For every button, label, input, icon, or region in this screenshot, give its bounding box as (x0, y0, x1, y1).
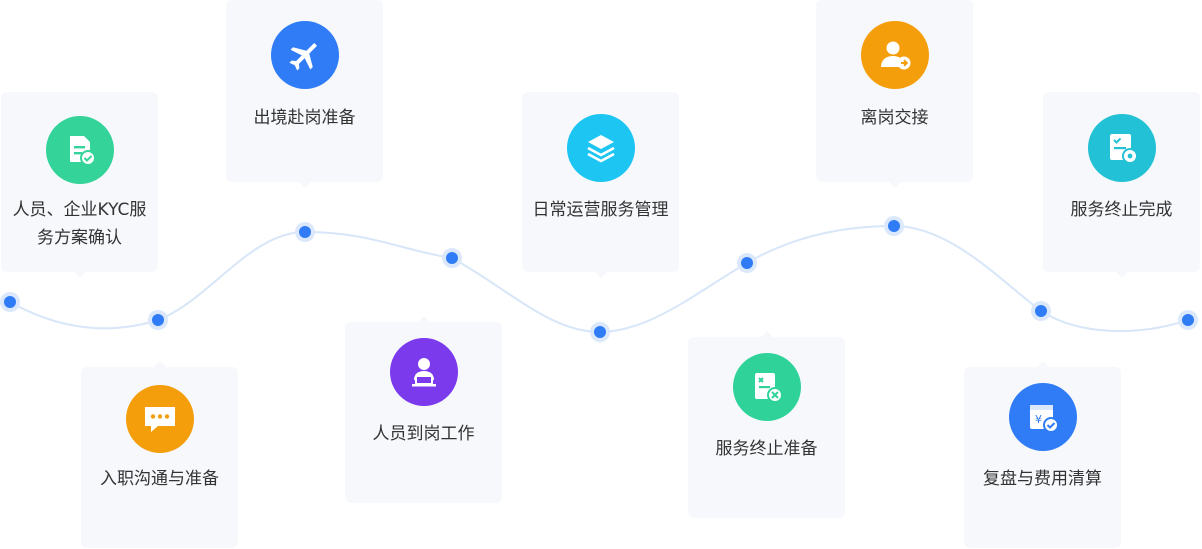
step-label: 入职沟通与准备 (100, 469, 219, 489)
wallet-check-icon: ¥ (1008, 383, 1077, 451)
step-card-completion: 服务终止完成 (1043, 92, 1200, 278)
flow-node (295, 222, 315, 242)
layers-icon (566, 114, 635, 182)
airplane-icon (270, 21, 339, 89)
document-check-icon (45, 116, 114, 184)
step-label: 人员到岗工作 (372, 424, 475, 444)
step-label: 人员、企业KYC服务方案确认 (12, 200, 147, 248)
step-label: 出境赴岗准备 (253, 108, 356, 128)
flow-nodes (0, 216, 1198, 342)
step-card-arrival: 人员到岗工作 (345, 316, 502, 503)
document-tools-icon (732, 353, 801, 421)
worker-laptop-icon (389, 338, 458, 406)
step-label: 服务终止准备 (715, 439, 818, 459)
chat-bubble-icon (125, 385, 194, 453)
flow-node (1031, 301, 1051, 321)
user-arrow-icon (860, 21, 929, 89)
flow-node (1178, 310, 1198, 330)
flow-node (737, 253, 757, 273)
step-card-termination-prep: 服务终止准备 (688, 331, 845, 518)
step-label: 离岗交接 (860, 108, 929, 128)
step-card-handover: 离岗交接 (816, 0, 973, 188)
step-label: 复盘与费用清算 (983, 469, 1102, 489)
step-label: 日常运营服务管理 (532, 200, 669, 220)
checklist-settings-icon (1087, 114, 1156, 182)
flow-node (590, 322, 610, 342)
step-card-departure: 出境赴岗准备 (226, 0, 383, 188)
step-card-onboarding: 入职沟通与准备 (81, 361, 238, 548)
step-card-kyc: 人员、企业KYC服务方案确认 (1, 92, 158, 278)
flow-node (884, 216, 904, 236)
flow-node (442, 248, 462, 268)
step-label: 服务终止完成 (1070, 200, 1173, 220)
flow-node (148, 310, 168, 330)
step-card-operations: 日常运营服务管理 (522, 92, 679, 278)
step-card-settlement: ¥ 复盘与费用清算 (964, 361, 1121, 548)
svg-text:¥: ¥ (1035, 413, 1042, 426)
flow-node (0, 292, 20, 312)
